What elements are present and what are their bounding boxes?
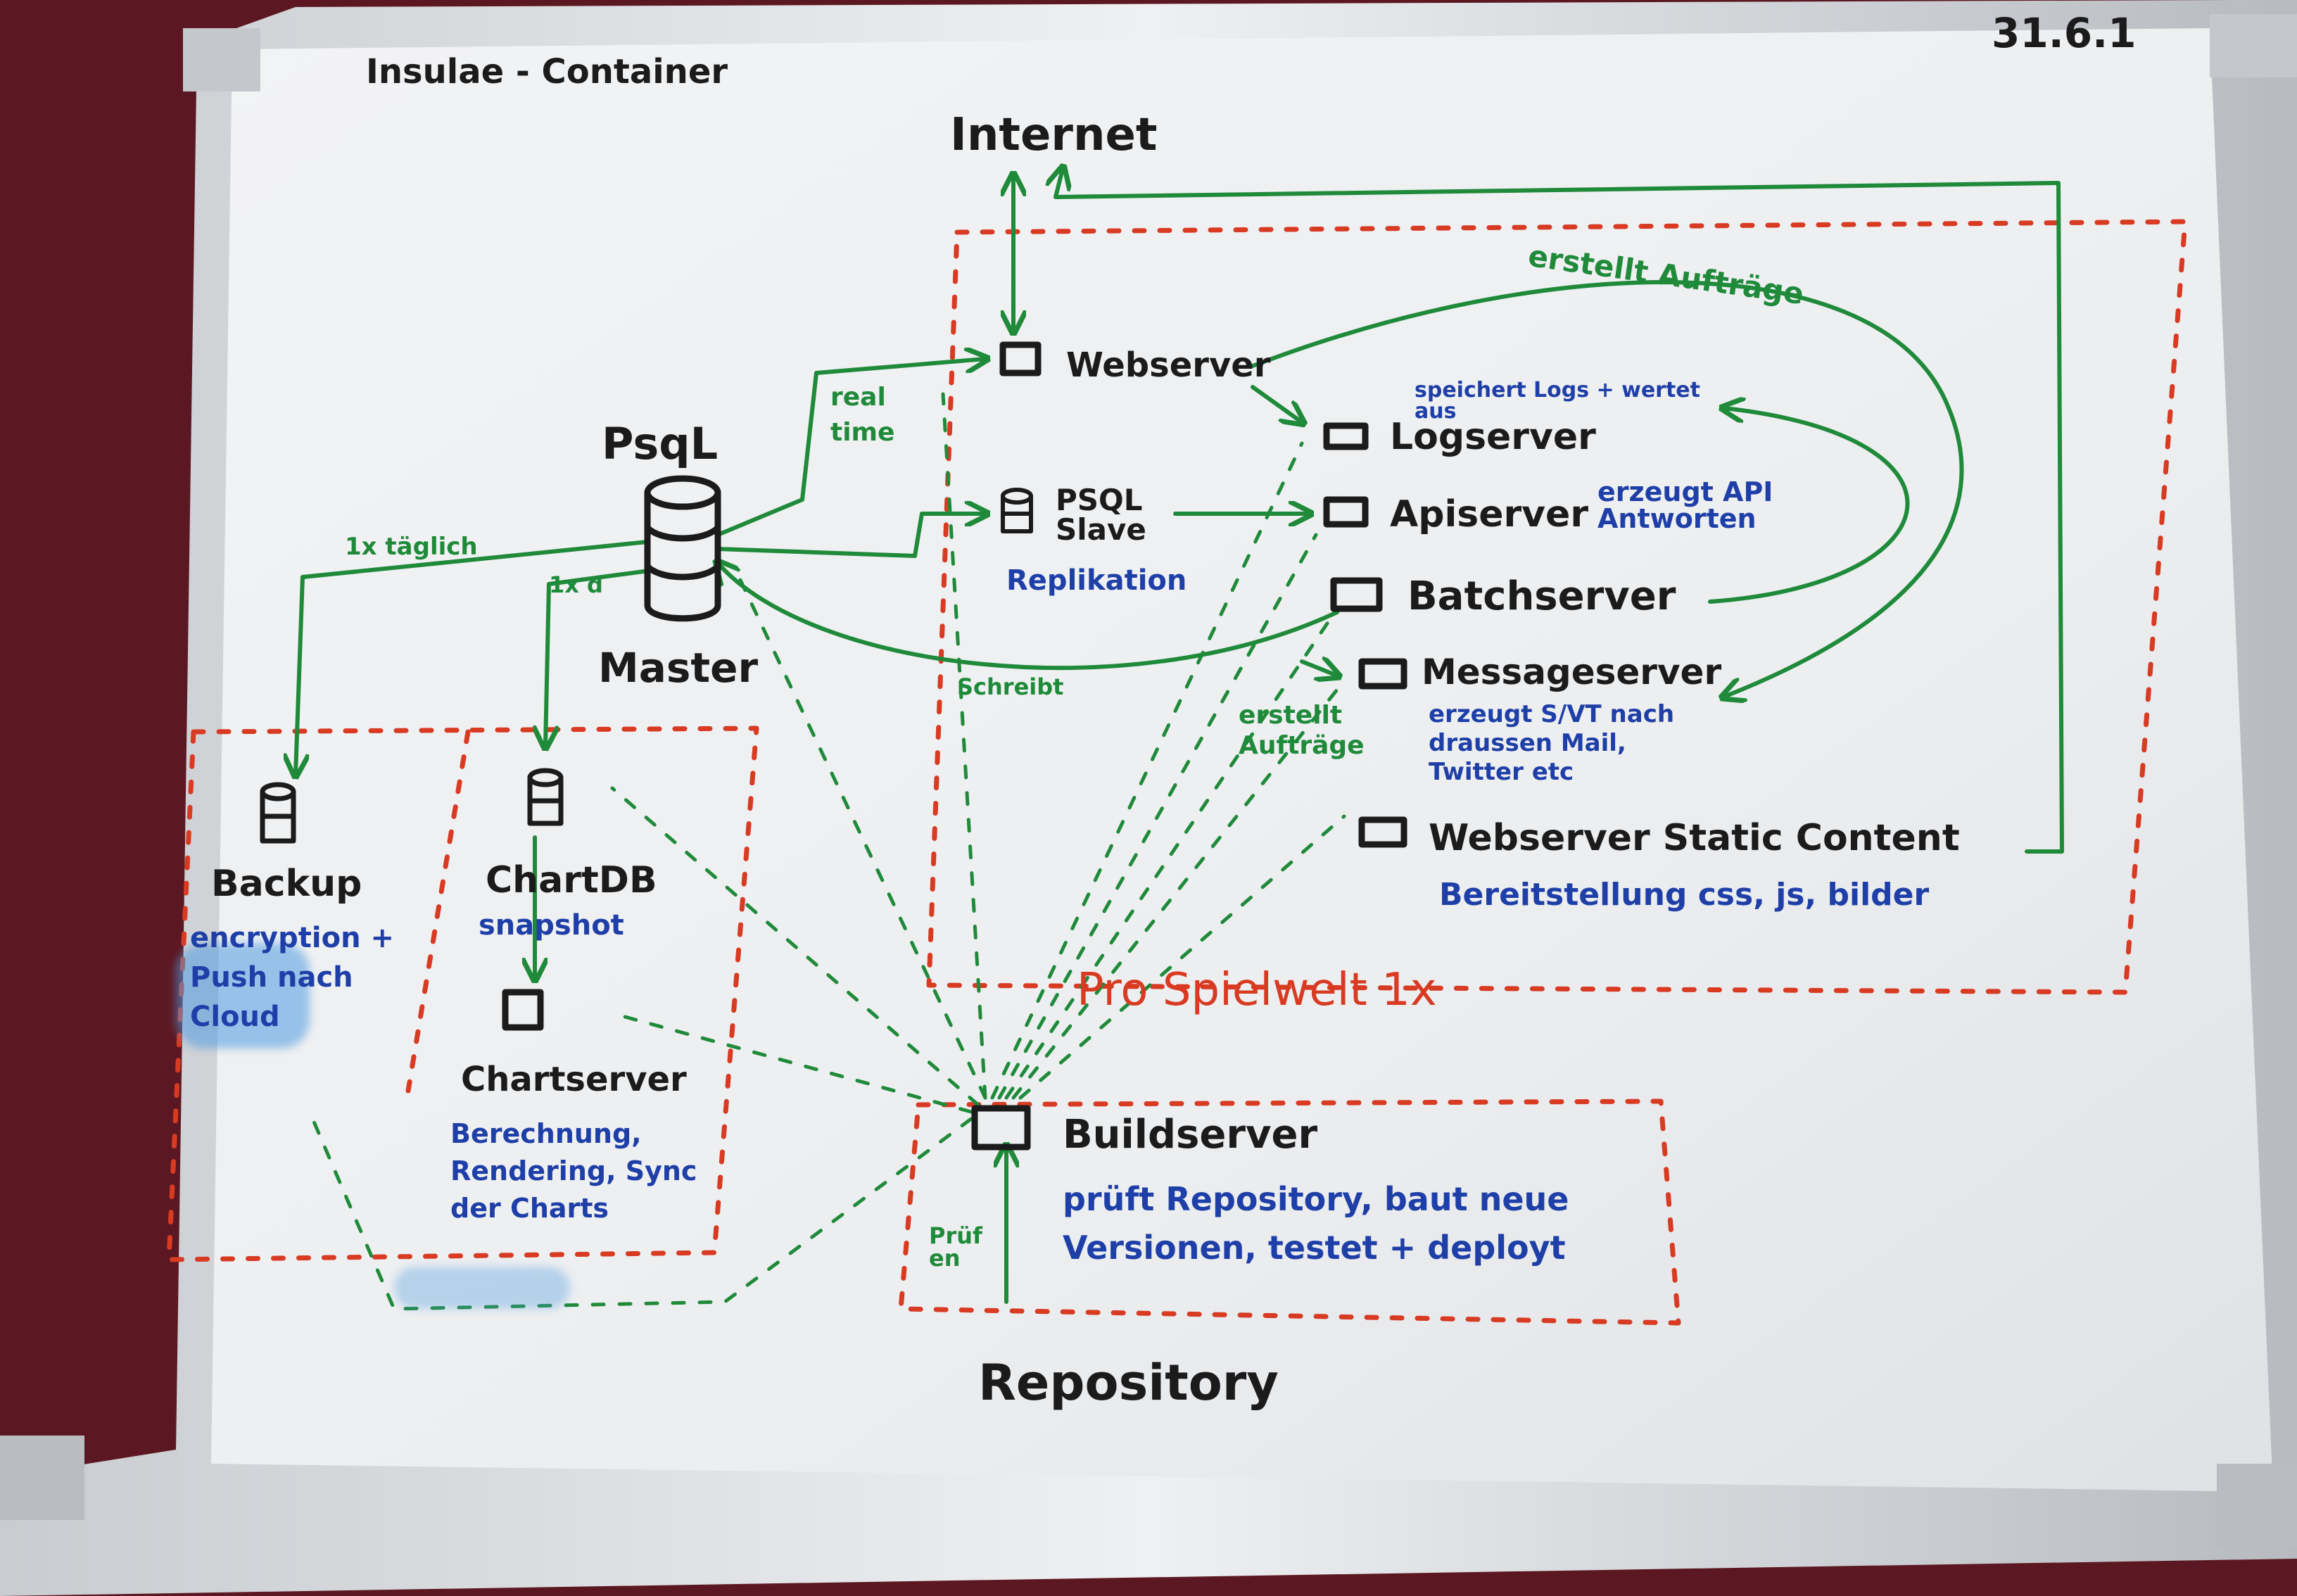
buildserver-box [898,1098,1681,1326]
pro-spielwelt-label: Pro Spielwelt 1x [1077,964,1437,1016]
logserver-note: speichert Logs + wertet aus [1415,378,1700,424]
psql-master-icon [644,475,721,622]
arrow-master-backup [296,540,650,774]
xd-label: 1x d [549,571,603,598]
webserver-label: Webserver [1066,346,1271,385]
apiserver-note: erzeugt API Antworten [1597,476,1773,534]
board-title: Insulae - Container [366,52,728,91]
pruefen-label: Prüf en [929,1222,982,1272]
logserver-label: Logserver [1390,416,1596,458]
auftraege-2-label: erstellt Aufträge [1239,701,1365,761]
green-arrows [296,169,2064,1304]
schreibt-label: Schreibt [957,673,1064,700]
internet-label: Internet [950,109,1158,161]
blue-smudge [176,943,310,1049]
taeglich-label: 1x täglich [345,533,478,561]
chartserver-note: Berechnung, Rendering, Sync der Charts [450,1118,697,1224]
arrow-master-slave [716,514,985,558]
messageserver-label: Messageserver [1422,652,1722,692]
backup-icon [260,782,296,844]
buildserver-icon [971,1105,1031,1151]
master-label: Master [598,644,759,692]
psql-label: PsqL [602,418,719,469]
blue-smudge [394,1267,570,1309]
backup-label: Backup [211,863,362,905]
backup-note: encryption + Push nach Cloud [190,922,394,1033]
chartdb-icon [527,768,564,826]
board-date: 31.6.1 [1992,9,2137,57]
messageserver-note: erzeugt S/VT nach draussen Mail, Twitter… [1429,700,1675,786]
deploy-lines [308,392,1346,1311]
static-label: Webserver Static Content [1429,817,1960,859]
psql-slave-icon [1001,488,1033,533]
realtime-label: real time [830,383,895,448]
arrow-auftraege [1251,280,1964,697]
static-note: Bereitstellung css, js, bilder [1439,877,1930,913]
arrow-batch-master [718,563,1339,670]
arrow-master-chartdb [545,568,657,746]
buildserver-label: Buildserver [1063,1112,1318,1158]
messageserver-icon [1358,658,1407,690]
batchserver-label: Batchserver [1407,574,1676,619]
chartdb-label: ChartDB [486,859,657,901]
arrow-realtime [716,359,985,537]
apiserver-label: Apiserver [1390,493,1588,536]
apiserver-icon [1323,496,1369,528]
repository-label: Repository [978,1354,1279,1412]
spielwelt-box [926,219,2188,995]
chartserver-label: Chartserver [461,1060,687,1099]
arrow-batch-log [1708,408,1910,604]
psql-slave-label: PSQL Slave [1056,483,1146,547]
arrow-static-internet [1056,169,2064,854]
chartserver-icon [502,989,544,1031]
chart-backup-box [166,726,759,1262]
logserver-icon [1323,422,1369,450]
webserver-icon [999,341,1042,376]
red-dashed-boxes [166,219,2188,1326]
static-icon [1358,816,1407,848]
chartdb-note: snapshot [479,909,624,942]
icons [260,341,1407,1151]
batchserver-icon [1330,577,1383,612]
replication-label: Replikation [1006,564,1187,597]
buildserver-note: prüft Repository, baut neue Versionen, t… [1063,1180,1569,1267]
